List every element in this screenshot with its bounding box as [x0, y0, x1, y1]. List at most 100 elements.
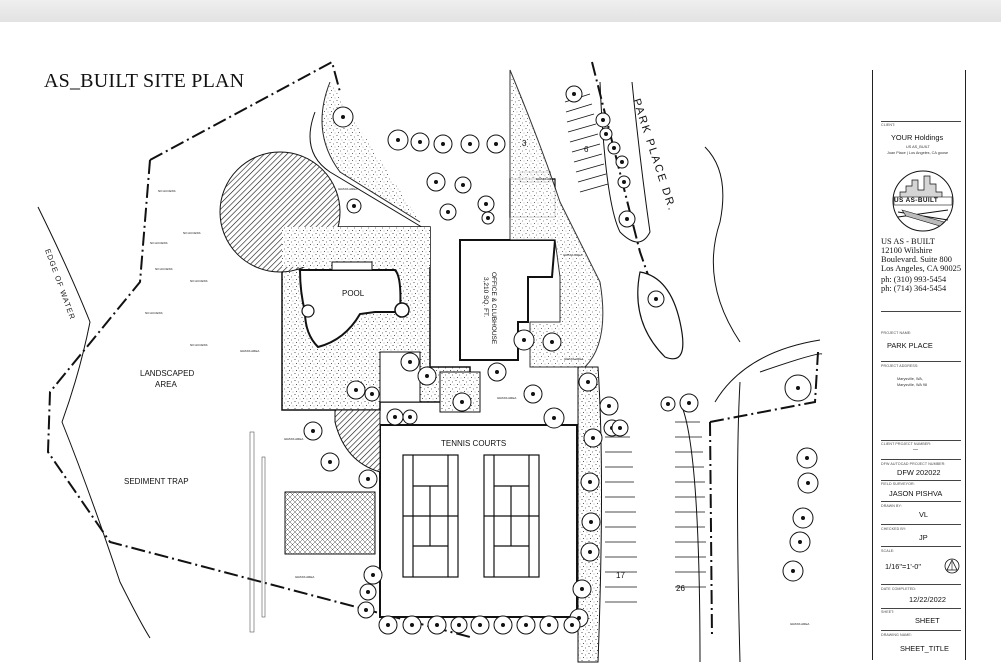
- tree-trunk: [801, 516, 805, 520]
- tree-trunk: [354, 388, 358, 392]
- site-plan-drawing: PARK PLACE DR. EDGE OF WATER LANDSCAPED …: [37, 60, 823, 663]
- tree-trunk: [393, 415, 397, 419]
- tree-trunk: [588, 550, 592, 554]
- note-no-access-3: NO ACCESS: [150, 241, 168, 245]
- tree-trunk: [607, 404, 611, 408]
- tree-trunk: [601, 118, 605, 122]
- tree-trunk: [522, 338, 526, 342]
- logo-text: US AS-BUILT: [894, 197, 939, 204]
- note-grass-6: GRASS AREA: [536, 177, 555, 181]
- tree-trunk: [461, 183, 465, 187]
- note-no-access-5: NO ACCESS: [190, 279, 208, 283]
- tree-trunk: [654, 297, 658, 301]
- clubhouse-label-2: 3,210 SQ. FT.: [482, 277, 489, 317]
- company-address-1: 12100 Wilshire: [881, 246, 933, 255]
- drawn-by-label: DRAWN BY:: [881, 504, 902, 508]
- landscaped-area-label-1: LANDSCAPED: [140, 369, 194, 378]
- tree-trunk: [591, 436, 595, 440]
- drawn-by: VL: [919, 510, 929, 519]
- parking-number-26: 26: [676, 584, 685, 593]
- tree-trunk: [572, 92, 576, 96]
- tree-trunk: [352, 204, 356, 208]
- tennis-court-1: [402, 454, 459, 578]
- dfw-number-label: DFW AUTOCAD PROJECT NUMBER:: [881, 462, 946, 466]
- note-no-access-6: NO ACCESS: [145, 311, 163, 315]
- client-name: YOUR Holdings: [891, 133, 944, 142]
- note-grass-8: GRASS AREA: [564, 357, 583, 361]
- tree-trunk: [806, 481, 810, 485]
- title-block: CLIENT: YOUR Holdings US AS_BUILT Joan P…: [872, 70, 966, 660]
- client-line-1: US AS_BUILT: [906, 145, 930, 149]
- water-edge: [37, 206, 151, 639]
- tree-trunk: [604, 132, 608, 136]
- scale-label: SCALE:: [881, 549, 895, 553]
- scale-value: 1/16"=1'-0": [885, 562, 922, 571]
- note-no-access-7: NO ACCESS: [190, 343, 208, 347]
- note-grass-1: GRASS AREA: [338, 187, 357, 191]
- tree-trunk: [386, 623, 390, 627]
- parking-number-6: 6: [584, 145, 589, 154]
- tree-trunk: [434, 180, 438, 184]
- note-grass-3: GRASS AREA: [284, 437, 303, 441]
- pool-label: POOL: [342, 289, 365, 298]
- date-completed: 12/22/2022: [909, 595, 946, 604]
- dfw-number: DFW 202022: [897, 468, 941, 477]
- street-label: PARK PLACE DR.: [630, 97, 678, 213]
- note-grass-5: GRASS AREA: [790, 622, 809, 626]
- tree-trunk: [805, 456, 809, 460]
- tree-trunk: [612, 146, 616, 150]
- tree-trunk: [468, 142, 472, 146]
- tree-trunk: [547, 623, 551, 627]
- tree-trunk: [622, 180, 626, 184]
- project-name-label: PROJECT NAME:: [881, 331, 912, 335]
- client-line-2: Joan Place | Los Angeles, CA goose: [887, 151, 949, 155]
- tree-trunk: [366, 477, 370, 481]
- tree-trunk: [687, 401, 691, 405]
- tree-trunk: [484, 202, 488, 206]
- tree-trunk: [588, 480, 592, 484]
- tree-trunk: [580, 587, 584, 591]
- tennis-courts: [379, 424, 578, 618]
- note-no-access-1: NO ACCESS: [158, 189, 176, 193]
- tree-trunk: [589, 520, 593, 524]
- tree-trunk: [620, 160, 624, 164]
- tree-trunk: [625, 217, 629, 221]
- east-boundary: [709, 351, 819, 639]
- parking-number-17: 17: [616, 571, 625, 580]
- tennis-court-2: [483, 454, 540, 578]
- sheet-label: SHEET:: [881, 610, 895, 614]
- tree-trunk: [524, 623, 528, 627]
- tree-trunk: [311, 429, 315, 433]
- project-address-label: PROJECT ADDRESS:: [881, 364, 919, 368]
- tree-trunk: [570, 623, 574, 627]
- tree-trunk: [396, 138, 400, 142]
- clubhouse-label-1: OFFICE & CLUBHOUSE: [490, 272, 497, 345]
- tree-trunk: [798, 540, 802, 544]
- landscaped-area-label-2: AREA: [155, 380, 177, 389]
- field-surveyor: JASON PISHVA: [889, 489, 943, 498]
- tree-trunk: [341, 115, 345, 119]
- tree-trunk: [501, 623, 505, 627]
- company-address-2: Boulevard. Suite 800: [881, 255, 952, 264]
- tree-trunk: [495, 370, 499, 374]
- tree-trunk: [364, 608, 368, 612]
- north-arrow-icon: [944, 558, 960, 574]
- sheet-value: SHEET: [915, 616, 940, 625]
- note-grass-7: GRASS AREA: [563, 253, 582, 257]
- tree-trunk: [457, 623, 461, 627]
- pool: [298, 269, 402, 349]
- drawing-name: SHEET_TITLE: [900, 644, 949, 653]
- tree-trunk: [408, 415, 412, 419]
- company-address-3: Los Angeles, CA 90025: [881, 264, 962, 273]
- date-completed-label: DATE COMPLETED:: [881, 587, 917, 591]
- tree-trunk: [418, 140, 422, 144]
- note-grass-2: GRASS AREA: [240, 349, 259, 353]
- tree-trunk: [366, 590, 370, 594]
- tree-trunk: [666, 402, 670, 406]
- tree-trunk: [586, 380, 590, 384]
- note-grass-4: GRASS AREA: [295, 575, 314, 579]
- tree-trunk: [486, 216, 490, 220]
- client-label: CLIENT:: [881, 123, 896, 127]
- parking-number-3: 3: [522, 139, 527, 148]
- tree-trunk: [408, 360, 412, 364]
